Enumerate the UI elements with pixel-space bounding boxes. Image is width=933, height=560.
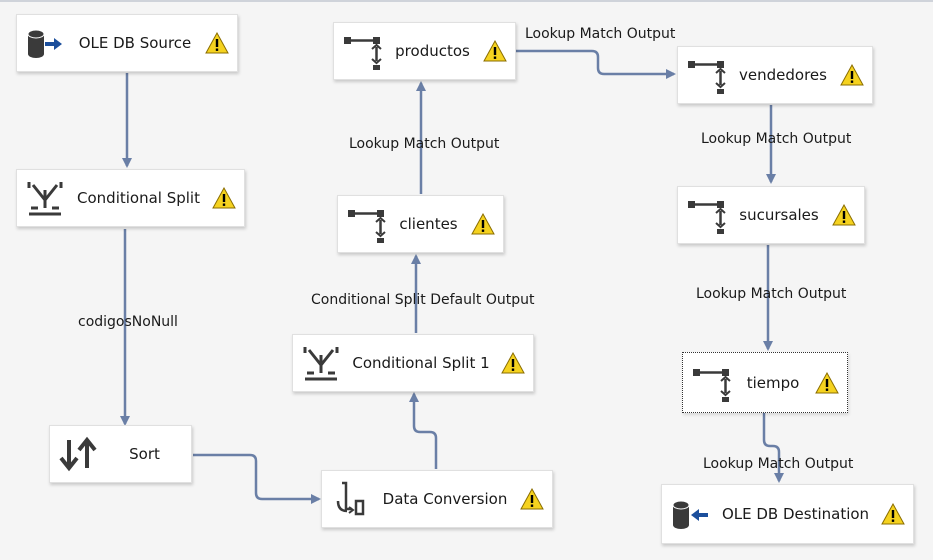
- lookup-vendedores-node[interactable]: vendedores: [677, 46, 873, 104]
- node-label: Sort: [129, 445, 160, 463]
- warning-icon[interactable]: [483, 40, 507, 62]
- conditional-split-node[interactable]: Conditional Split: [16, 169, 245, 227]
- data-conversion-icon: [336, 481, 365, 516]
- ole-db-source-node[interactable]: OLE DB Source: [16, 14, 238, 72]
- lookup-productos-node[interactable]: productos: [333, 22, 516, 80]
- warning-icon[interactable]: [881, 503, 905, 525]
- node-label: productos: [395, 42, 470, 60]
- node-label: OLE DB Source: [78, 34, 192, 52]
- sort-icon: [59, 436, 97, 472]
- edge-label-codigos-no-null[interactable]: codigosNoNull: [78, 314, 178, 330]
- lookup-tiempo-node[interactable]: tiempo: [682, 352, 848, 413]
- connector-sort-to-conversion[interactable]: [193, 453, 321, 504]
- conditional-split-icon: [303, 347, 339, 381]
- warning-icon[interactable]: [205, 32, 229, 54]
- node-label: sucursales: [739, 206, 819, 224]
- warning-icon[interactable]: [832, 204, 856, 226]
- lookup-icon: [693, 368, 731, 402]
- connector-conversion-to-split1[interactable]: [409, 392, 438, 469]
- warning-icon[interactable]: [501, 352, 525, 374]
- node-label: OLE DB Destination: [721, 505, 870, 523]
- data-conversion-node[interactable]: Data Conversion: [321, 470, 553, 528]
- warning-icon[interactable]: [212, 187, 236, 209]
- connector-productos-to-vendedores[interactable]: [516, 49, 676, 79]
- edge-label-lookup-clientes[interactable]: Lookup Match Output: [349, 136, 500, 152]
- edge-label-lookup-productos[interactable]: Lookup Match Output: [525, 26, 676, 42]
- lookup-icon: [688, 201, 726, 234]
- lookup-icon: [688, 61, 726, 94]
- lookup-icon: [344, 37, 382, 70]
- canvas-top-border: [0, 0, 933, 2]
- lookup-icon: [348, 210, 386, 243]
- warning-icon[interactable]: [840, 64, 864, 86]
- node-label: clientes: [399, 215, 458, 233]
- node-label: vendedores: [739, 66, 827, 84]
- database-arrow-in-icon: [672, 500, 708, 529]
- conditional-split-icon: [27, 182, 63, 216]
- edge-label-lookup-tiempo[interactable]: Lookup Match Output: [703, 456, 854, 472]
- edge-label-split-default-output[interactable]: Conditional Split Default Output: [311, 292, 535, 308]
- node-label: Conditional Split 1: [352, 354, 490, 372]
- conditional-split-1-node[interactable]: Conditional Split 1: [292, 334, 534, 392]
- lookup-sucursales-node[interactable]: sucursales: [677, 186, 865, 244]
- edge-label-lookup-vendedores[interactable]: Lookup Match Output: [701, 131, 852, 147]
- database-arrow-out-icon: [27, 29, 62, 58]
- warning-icon[interactable]: [471, 213, 495, 235]
- node-label: tiempo: [746, 373, 800, 392]
- ole-db-destination-node[interactable]: OLE DB Destination: [661, 484, 914, 544]
- node-label: Conditional Split: [77, 189, 200, 207]
- warning-icon[interactable]: [520, 488, 544, 510]
- edge-label-lookup-sucursales[interactable]: Lookup Match Output: [696, 286, 847, 302]
- lookup-clientes-node[interactable]: clientes: [337, 195, 504, 253]
- sort-node[interactable]: Sort: [49, 425, 192, 483]
- node-label: Data Conversion: [382, 490, 508, 508]
- warning-icon[interactable]: [815, 371, 839, 394]
